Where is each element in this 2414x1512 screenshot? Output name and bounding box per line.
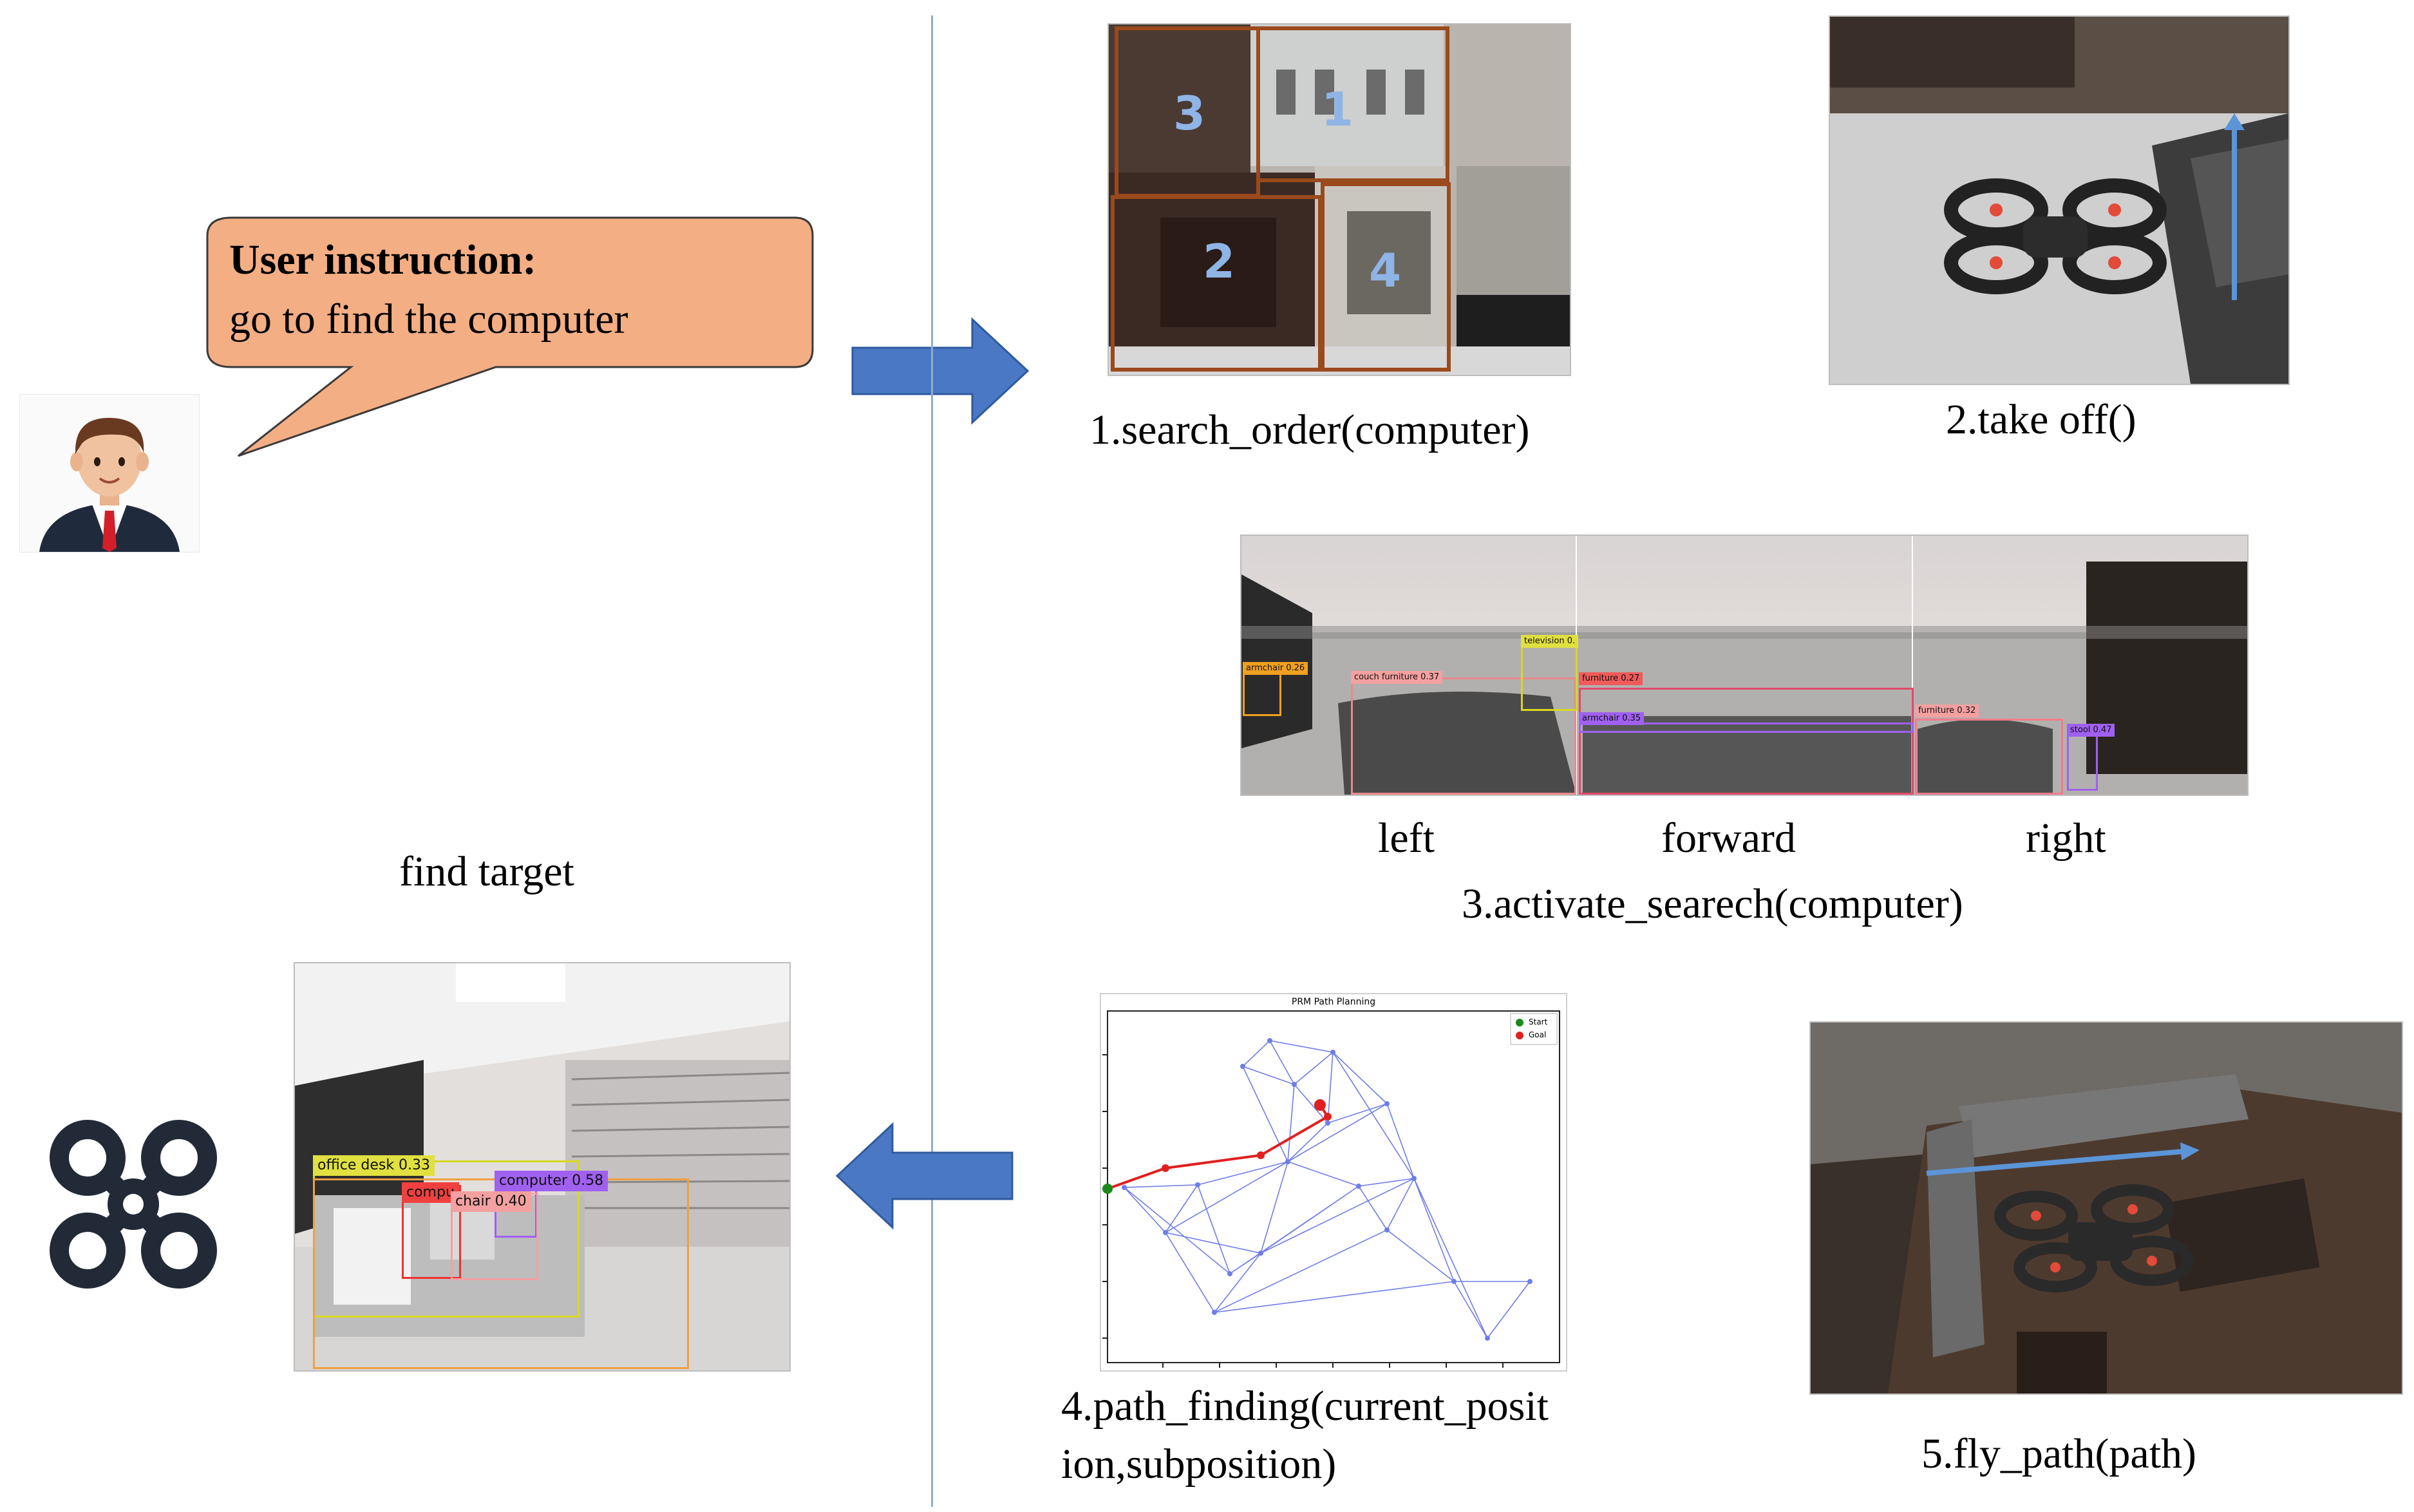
step4-caption-line2: ion,subposition) (1061, 1441, 1337, 1488)
legend-goal-label: Goal (1529, 1030, 1547, 1039)
find-target-image: office desk 0.33 compu computer 0.58 cha… (294, 962, 791, 1372)
instruction-text: go to find the computer (229, 296, 628, 343)
activate-search-panorama: armchair 0.26 couch furniture 0.37 telev… (1240, 534, 2249, 796)
divider-line (931, 15, 933, 1507)
legend-start-label: Start (1529, 1017, 1548, 1026)
prm-path-plot: PRM Path Planning (1100, 993, 1567, 1372)
quadrant-label-1: 1 (1321, 82, 1354, 137)
quadrant-label-2: 2 (1203, 234, 1236, 288)
bbox-furniture-forward (1579, 688, 1914, 795)
step1-caption: 1.search_order(computer) (1089, 406, 1530, 453)
search-order-top-view: 3 1 2 4 (1108, 23, 1571, 376)
arrow-left-icon (833, 1120, 1015, 1231)
bbox-furniture-right (1915, 719, 2063, 795)
step5-caption: 5.fly_path(path) (1921, 1430, 2197, 1477)
bbox-stool-right (2067, 729, 2098, 791)
instruction-title: User instruction: (229, 236, 537, 283)
tag-office-desk: office desk 0.33 (313, 1155, 435, 1177)
tag-chair: chair 0.40 (451, 1191, 531, 1213)
tag-armchair-forward: armchair 0.35 (1579, 712, 1645, 725)
tag-couch-furniture: couch furniture 0.37 (1351, 671, 1443, 684)
fly-path-image (1809, 1021, 2403, 1395)
quadrant-label-4: 4 (1369, 243, 1402, 298)
tag-television: television 0. (1521, 635, 1579, 648)
step3-caption: 3.activate_searech(computer) (1462, 880, 1963, 927)
view-label-forward: forward (1661, 815, 1796, 862)
tag-computer-red: compu (402, 1182, 459, 1204)
tag-stool-right: stool 0.47 (2067, 724, 2115, 737)
tag-computer-purple: computer 0.58 (495, 1171, 608, 1192)
take-off-image (1829, 15, 2290, 385)
instruction-speech-bubble (0, 0, 837, 464)
user-avatar-icon (19, 394, 200, 553)
plot-title: PRM Path Planning (1291, 997, 1376, 1007)
bbox-armchair-forward (1579, 723, 1914, 733)
step2-caption: 2.take off() (1946, 396, 2136, 443)
tag-armchair-left: armchair 0.26 (1243, 662, 1308, 675)
arrow-right-icon (850, 316, 1032, 426)
bbox-couch-furniture (1351, 677, 1576, 795)
tag-furniture-forward: furniture 0.27 (1579, 672, 1643, 685)
drone-icon (44, 1109, 223, 1299)
view-label-right: right (2026, 815, 2106, 862)
tag-furniture-right: furniture 0.32 (1915, 704, 1979, 717)
step4-caption-line1: 4.path_finding(current_posit (1061, 1383, 1549, 1430)
quadrant-label-3: 3 (1173, 86, 1206, 140)
find-target-caption: find target (399, 848, 574, 895)
view-label-left: left (1378, 815, 1435, 862)
